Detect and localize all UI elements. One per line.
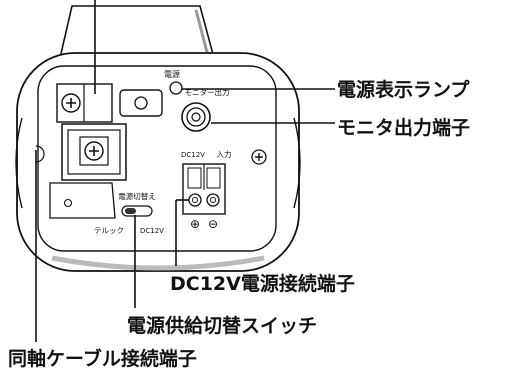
terminal-left-socket	[187, 167, 202, 189]
panel-label-minus: ⊖	[208, 217, 218, 231]
panel-label-plus: ⊕	[190, 217, 200, 231]
terminal-right-socket	[206, 167, 221, 189]
body-left-bulge	[15, 117, 23, 209]
terminal-screw-right-core	[210, 197, 216, 203]
panel-label-monitor: モニター出力	[185, 87, 230, 97]
mount-shade-line	[194, 9, 210, 57]
panel-label-switch: 電源切替え	[118, 191, 156, 201]
callout-power-lamp: 電源表示ランプ	[337, 79, 470, 101]
power-lamp	[169, 81, 183, 95]
panel-label-telluck: テルック	[94, 226, 124, 235]
supply-switch-knob	[125, 208, 136, 214]
callout-monitor-output: モニタ出力端子	[337, 117, 471, 139]
terminal-screw-left-core	[192, 197, 198, 203]
panel-hole	[63, 198, 73, 208]
panel-label-power: 電源	[164, 70, 180, 79]
callout-dc12v-terminal: DC12V電源接続端子	[170, 273, 355, 295]
leader-lines	[35, 0, 335, 342]
panel-label-input: 入力	[217, 149, 232, 159]
coax-screw-cross	[89, 146, 99, 156]
panel-label-dc12v-switch: DC12V	[140, 227, 164, 235]
body-bottom-shade	[51, 255, 265, 271]
panel-label-dc12v: DC12V	[181, 151, 205, 159]
top-screw-cross	[66, 98, 76, 108]
left-side-mark	[35, 145, 45, 163]
camera-top-mount	[58, 5, 216, 59]
side-screw-cross	[255, 153, 263, 161]
body-right-bulge	[293, 117, 301, 209]
callout-coax-terminal: 同軸ケーブル接続端子	[8, 348, 197, 370]
callout-supply-switch: 電源供給切替スイッチ	[127, 315, 318, 337]
rear-slot-hole	[134, 96, 148, 110]
left-slanted-panel	[49, 182, 116, 219]
monitor-jack-core	[191, 112, 201, 122]
